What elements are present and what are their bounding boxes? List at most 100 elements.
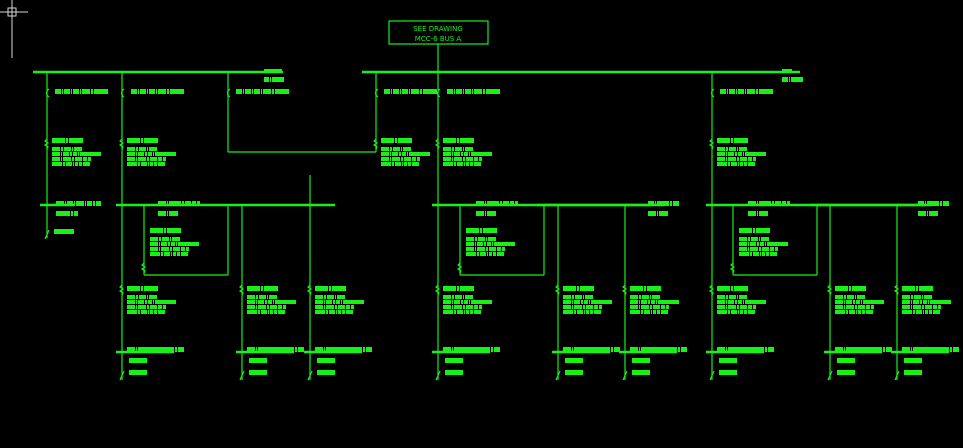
breaker-tag-block: [254, 89, 260, 94]
label-text-block: [748, 247, 749, 251]
label-text-block: [298, 347, 304, 352]
label-text-block: [443, 300, 451, 304]
label-text-block: [750, 252, 752, 256]
breaker-tag-block: [275, 89, 289, 94]
label-text-block: [738, 310, 739, 314]
label-text-block: [74, 211, 78, 216]
label-text-block: [857, 295, 865, 299]
label-text-block: [657, 201, 669, 206]
breaker-tag-block: [472, 89, 473, 94]
label-text-block: [855, 295, 856, 299]
label-blocks: [52, 69, 959, 375]
breaker-tag-block: [400, 89, 401, 94]
label-text-block: [902, 347, 910, 352]
label-text-block: [173, 247, 180, 251]
label-text-block: [256, 300, 257, 304]
label-text-block: [904, 358, 922, 363]
breaker-tag-block: [759, 89, 773, 94]
label-text-block: [772, 201, 774, 206]
label-text-block: [381, 147, 389, 151]
label-text-block: [412, 162, 419, 166]
label-text-block: [855, 305, 857, 309]
label-text-block: [471, 152, 492, 156]
label-text-block: [127, 310, 137, 314]
label-text-block: [129, 370, 147, 375]
label-text-block: [735, 300, 737, 304]
label-text-block: [735, 152, 737, 156]
label-text-block: [726, 157, 727, 161]
label-text-block: [743, 300, 744, 304]
label-text-block: [335, 295, 336, 299]
label-text-block: [856, 310, 857, 314]
label-text-block: [766, 252, 769, 256]
label-text-block: [127, 162, 137, 166]
load-tag-block: [717, 286, 730, 291]
label-text-block: [717, 310, 727, 314]
label-text-block: [443, 310, 453, 314]
label-text-block: [466, 247, 474, 251]
label-text-block: [753, 305, 756, 309]
label-text-block: [138, 300, 144, 304]
label-text-block: [630, 300, 638, 304]
label-text-block: [136, 300, 137, 304]
label-text-block: [589, 300, 590, 304]
breaker-tag-block: [402, 89, 408, 94]
label-text-block: [315, 295, 323, 299]
load-tag-block: [916, 286, 918, 291]
label-text-block: [70, 152, 72, 156]
label-text-block: [463, 147, 464, 151]
label-text-block: [409, 152, 430, 156]
load-tag-block: [141, 286, 143, 291]
label-text-block: [149, 147, 157, 151]
label-text-block: [127, 347, 135, 352]
breaker-tag-block: [474, 89, 482, 94]
label-text-block: [258, 310, 260, 314]
label-text-block: [639, 305, 640, 309]
label-text-block: [856, 300, 860, 304]
label-text-block: [641, 347, 677, 352]
label-text-block: [728, 310, 730, 314]
label-text-block: [63, 162, 65, 166]
breaker-tag-block: [756, 89, 758, 94]
label-text-block: [454, 300, 460, 304]
label-text-block: [148, 300, 152, 304]
label-text-block: [759, 247, 761, 251]
label-text-block: [158, 157, 162, 161]
label-text-block: [399, 152, 401, 156]
label-text-block: [757, 242, 759, 246]
load-tag-block: [141, 138, 143, 143]
label-text-block: [940, 201, 942, 206]
label-text-block: [67, 201, 73, 206]
label-text-block: [744, 310, 747, 314]
label-text-block: [392, 162, 394, 166]
label-text-block: [500, 201, 502, 206]
label-text-block: [574, 300, 580, 304]
label-text-block: [650, 305, 652, 309]
label-text-block: [341, 300, 342, 304]
load-tag-block: [150, 228, 163, 233]
label-text-block: [630, 310, 640, 314]
disconnect-switch-icon: [44, 229, 50, 240]
label-text-block: [247, 295, 255, 299]
label-text-block: [159, 237, 161, 241]
label-text-block: [71, 211, 73, 216]
label-text-block: [145, 300, 147, 304]
label-text-block: [138, 162, 140, 166]
label-text-block: [141, 162, 147, 166]
label-text-block: [73, 152, 77, 156]
label-text-block: [775, 247, 778, 251]
label-text-block: [923, 300, 927, 304]
label-text-block: [159, 242, 160, 246]
label-text-block: [452, 295, 454, 299]
circuit-breaker-icon: [226, 88, 231, 98]
load-tag-block: [443, 138, 456, 143]
label-text-block: [497, 252, 504, 256]
fuse-icon: [372, 138, 379, 150]
see-drawing-callout[interactable]: SEE DRAWING MCC-6 BUS A: [388, 20, 489, 45]
label-text-block: [943, 201, 949, 206]
label-text-block: [614, 347, 620, 352]
label-text-block: [445, 370, 463, 375]
label-text-block: [65, 201, 66, 206]
label-text-block: [148, 152, 152, 156]
